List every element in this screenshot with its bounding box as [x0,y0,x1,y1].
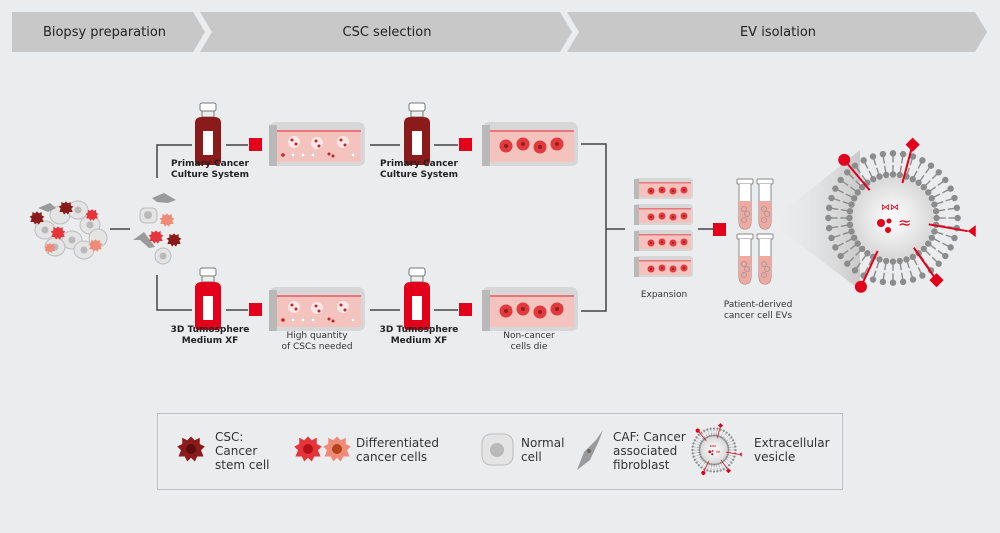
tumor-biopsy-cluster [29,200,108,260]
label-primary-cancer-culture-2: Primary Cancer Culture System [380,159,458,180]
extracellular-vesicle-icon: ≈⋈⋈ [691,423,742,476]
legend-label-differentiated: Differentiated cancer cells [356,436,439,464]
label-3d-tumosphere-2: 3D Tumosphere Medium XF [379,325,459,346]
step-chevron-biopsy [12,12,205,52]
normal-cell-icon [481,433,514,466]
step-marker [249,138,262,151]
step-marker [713,223,726,236]
label-patient-derived-evs: Patient-derived cancer cell EVs [723,300,793,321]
dissociated-cells [133,193,182,265]
zoom-cone [770,150,860,290]
step-marker [459,138,472,151]
merge-bracket [581,143,607,312]
legend-label-ev: Extracellular vesicle [754,436,830,464]
svg-text:⋈⋈: ⋈⋈ [881,203,899,213]
step-csc-selection: CSC selection [342,24,432,40]
legend-label-normal-cell: Normal cell [521,436,565,464]
note-non-cancer-cells-die: Non-cancer cells die [503,331,555,352]
legend-label-csc: CSC: Cancer stem cell [215,430,270,472]
note-high-quantity-cscs: High quantity of CSCs needed [281,331,353,352]
legend [157,413,843,490]
step-marker [249,303,262,316]
label-3d-tumosphere-1: 3D Tumosphere Medium XF [170,325,250,346]
step-biopsy-preparation: Biopsy preparation [42,24,167,40]
legend-label-caf: CAF: Cancer associated fibroblast [613,430,686,472]
svg-text:⋈⋈: ⋈⋈ [710,444,716,448]
step-marker [459,303,472,316]
branch-line-bottom [156,275,192,311]
svg-text:≈: ≈ [716,450,721,456]
step-chevron-csc [200,12,572,52]
svg-text:≈: ≈ [898,213,911,232]
differentiated-cancer-cells-icon [294,436,351,462]
label-expansion: Expansion [640,290,688,300]
step-ev-isolation: EV isolation [739,24,817,40]
extracellular-vesicle-detail: ≈⋈⋈ [825,137,976,293]
branch-line-top [156,144,192,178]
process-header [12,12,987,52]
label-primary-cancer-culture-1: Primary Cancer Culture System [171,159,249,180]
step-chevron-ev [567,12,987,52]
